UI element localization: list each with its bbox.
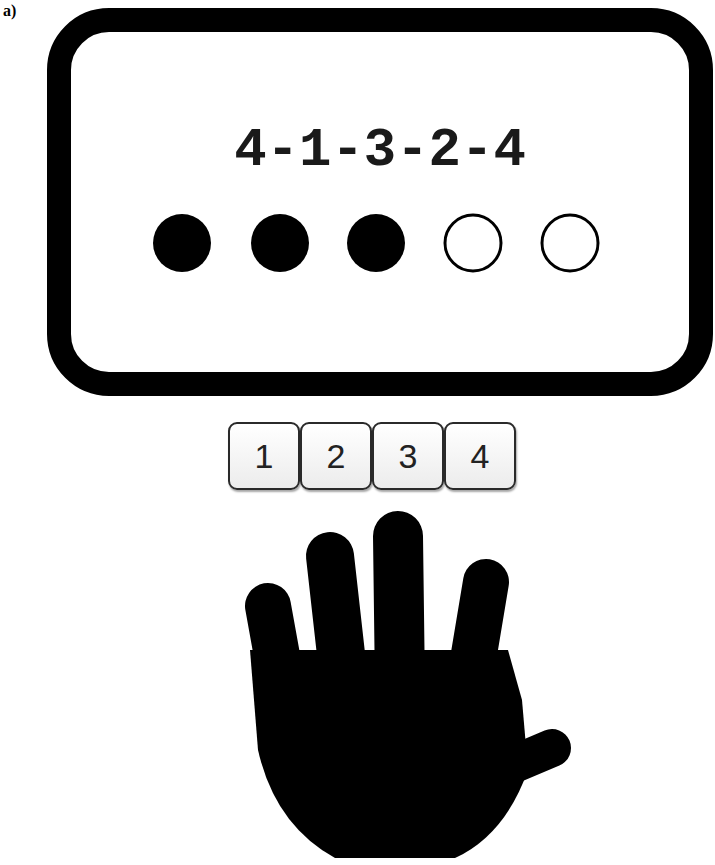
filled-dot (347, 214, 405, 272)
key-button: 3 (372, 422, 444, 490)
filled-dot (251, 214, 309, 272)
empty-dot (542, 215, 598, 271)
key-number: 3 (399, 439, 418, 473)
display-screen: 4-1-3-2-4 (47, 8, 713, 396)
hand-silhouette (250, 536, 552, 858)
key-number: 1 (255, 439, 274, 473)
progress-dots (153, 214, 598, 272)
sequence-text: 4-1-3-2-4 (234, 124, 526, 178)
empty-dot (445, 215, 501, 271)
panel-label: a) (3, 3, 16, 19)
key-button: 2 (300, 422, 372, 490)
filled-dot (153, 214, 211, 272)
key-button: 1 (228, 422, 300, 490)
key-number: 2 (327, 439, 346, 473)
palm (250, 650, 528, 858)
key-number: 4 (471, 439, 490, 473)
key-button: 4 (444, 422, 516, 490)
